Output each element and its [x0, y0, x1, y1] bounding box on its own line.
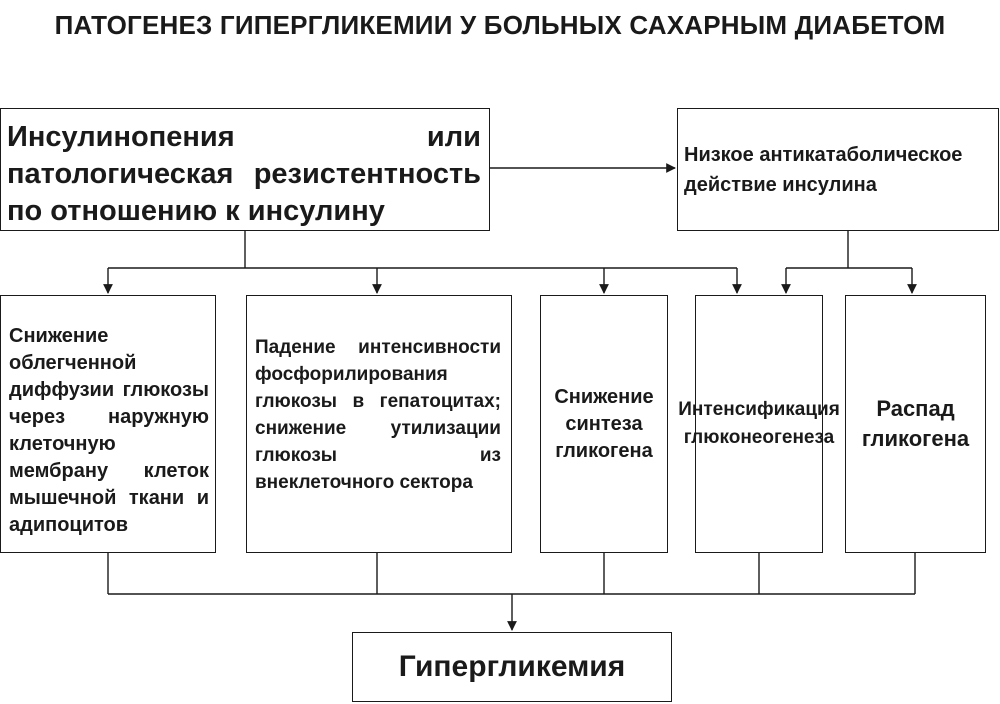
glycogenolysis-box: Распад гликогена	[845, 295, 986, 553]
glycogenolysis-text: Распад гликогена	[861, 396, 970, 451]
gluconeogenesis-text: Интенсификация глюконеогенеза	[678, 399, 840, 448]
phosphorylation-box: Падение интенсивности фосфорилирования г…	[246, 295, 512, 553]
hyperglycemia-box: Гипергликемия	[352, 632, 672, 702]
anticatabolic-box: Низкое антикатаболическое действие инсул…	[677, 108, 999, 231]
diagram-title: ПАТОГЕНЕЗ ГИПЕРГЛИКЕМИИ У БОЛЬНЫХ САХАРН…	[54, 10, 946, 40]
glycogen-synthesis-box: Снижение синтеза гликогена	[540, 295, 668, 553]
anticatabolic-text: Низкое антикатаболическое действие инсул…	[684, 143, 963, 196]
gluconeogenesis-box: Интенсификация глюконеогенеза	[678, 295, 840, 553]
diffusion-text: Снижение облегченной диффузии глюкозы че…	[9, 325, 209, 536]
hyperglycemia-text: Гипергликемия	[398, 650, 626, 683]
glycogen-synthesis-text: Снижение синтеза гликогена	[554, 385, 654, 462]
insulinopenia-box: Инсулинопения или патологическая резисте…	[0, 108, 490, 231]
insulinopenia-text: Инсулинопения или патологическая резисте…	[7, 121, 481, 227]
diffusion-box: Снижение облегченной диффузии глюкозы че…	[0, 295, 216, 553]
phosphorylation-text: Падение интенсивности фосфорилирования г…	[255, 337, 501, 493]
